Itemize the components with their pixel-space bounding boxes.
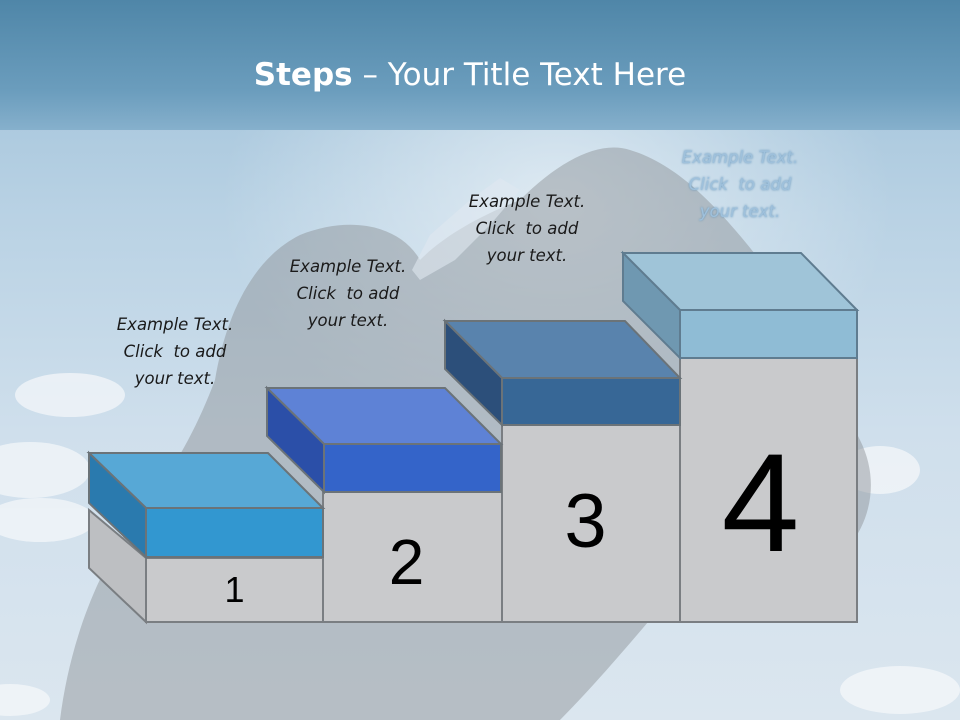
caption-line: your text. bbox=[307, 311, 389, 330]
steps-base bbox=[88, 357, 858, 625]
step-2-block[interactable] bbox=[264, 385, 504, 495]
title-bold-text: Steps bbox=[253, 57, 353, 93]
title-band bbox=[0, 0, 960, 130]
step-3-block[interactable] bbox=[442, 318, 683, 428]
caption-line: your text. bbox=[699, 202, 781, 221]
water-bottle bbox=[412, 178, 520, 280]
caption-line: Click to add bbox=[123, 342, 227, 361]
caption-line: Example Text. bbox=[681, 148, 799, 167]
step-3-number: 3 bbox=[564, 479, 607, 564]
slide-title[interactable]: Steps – Your Title Text Here bbox=[0, 52, 940, 98]
step-4-caption[interactable]: Example Text. Click to add your text. bbox=[640, 144, 840, 225]
step-4-number: 4 bbox=[721, 424, 800, 581]
step-1-caption[interactable]: Example Text. Click to add your text. bbox=[75, 311, 275, 392]
step-3-caption[interactable]: Example Text. Click to add your text. bbox=[427, 188, 627, 269]
caption-line: Example Text. bbox=[116, 315, 234, 334]
caption-line: your text. bbox=[134, 369, 216, 388]
caption-line: Click to add bbox=[688, 175, 792, 194]
step-2-number: 2 bbox=[388, 526, 425, 598]
cloud-shape bbox=[0, 373, 960, 716]
caption-line: Click to add bbox=[475, 219, 579, 238]
step-1-block[interactable] bbox=[86, 450, 326, 560]
caption-line: Click to add bbox=[296, 284, 400, 303]
step-4-block[interactable] bbox=[620, 250, 860, 361]
caption-line: Example Text. bbox=[289, 257, 407, 276]
title-rest-text: – Your Title Text Here bbox=[352, 57, 687, 93]
caption-line: Example Text. bbox=[468, 192, 586, 211]
caption-line: your text. bbox=[486, 246, 568, 265]
step-1-number: 1 bbox=[224, 569, 245, 610]
step-2-caption[interactable]: Example Text. Click to add your text. bbox=[248, 253, 448, 334]
